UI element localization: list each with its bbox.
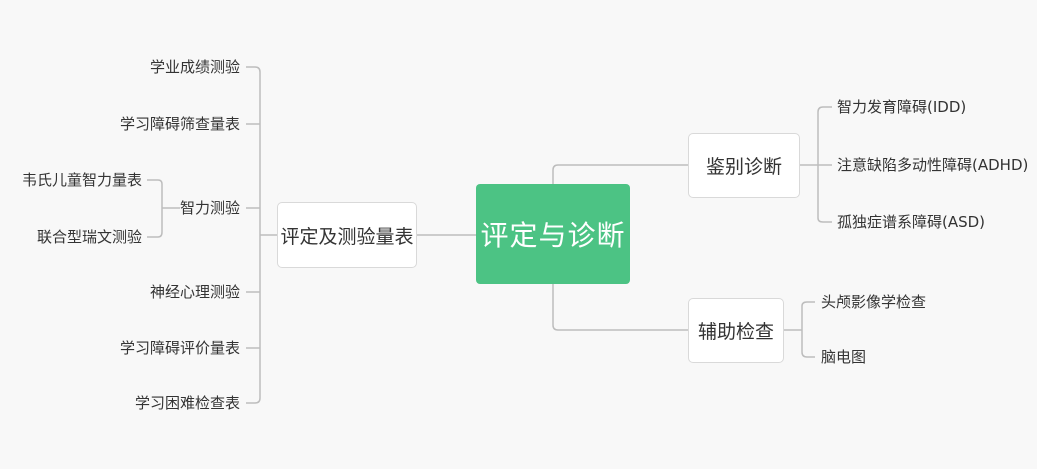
connector-left-bracket bbox=[246, 66, 261, 404]
connector-root-jianbie bbox=[552, 164, 688, 184]
leaf-adhd[interactable]: 注意缺陷多动性障碍(ADHD) bbox=[837, 156, 1029, 174]
node-jianbie-zhenduan[interactable]: 鉴别诊断 bbox=[688, 133, 800, 198]
connector-root-fuzhu bbox=[552, 284, 688, 331]
leaf-xuexi-kunnan[interactable]: 学习困难检查表 bbox=[134, 394, 240, 412]
leaf-zhili-ceyan[interactable]: 智力测验 bbox=[179, 199, 240, 217]
connector-left-mid bbox=[246, 123, 260, 349]
leaf-asd[interactable]: 孤独症谱系障碍(ASD) bbox=[837, 213, 986, 231]
leaf-naodiantu[interactable]: 脑电图 bbox=[821, 348, 867, 366]
leaf-xuexi-zhangai-shaicha[interactable]: 学习障碍筛查量表 bbox=[119, 115, 240, 133]
leaf-toulu-yingxiang[interactable]: 头颅影像学检查 bbox=[821, 293, 927, 311]
leaf-xuexi-zhangai-pingjia[interactable]: 学习障碍评价量表 bbox=[119, 339, 240, 357]
leaf-weishi-ertong[interactable]: 韦氏儿童智力量表 bbox=[21, 171, 142, 189]
leaf-xueye-chengji[interactable]: 学业成绩测验 bbox=[149, 58, 240, 76]
node-pingding-liangbiao[interactable]: 评定及测验量表 bbox=[277, 202, 417, 268]
root-node[interactable]: 评定与诊断 bbox=[476, 184, 630, 284]
leaf-shenjing-xinli[interactable]: 神经心理测验 bbox=[149, 283, 240, 301]
leaf-lianhe-ruiwen[interactable]: 联合型瑞文测验 bbox=[36, 228, 142, 246]
node-fuzhu-jiancha[interactable]: 辅助检查 bbox=[688, 298, 784, 363]
leaf-idd[interactable]: 智力发育障碍(IDD) bbox=[837, 98, 967, 116]
connector-zhili-bracket bbox=[147, 179, 180, 238]
connector-fuzhu-bracket bbox=[784, 301, 815, 358]
connector-jianbie-bracket bbox=[800, 106, 832, 223]
